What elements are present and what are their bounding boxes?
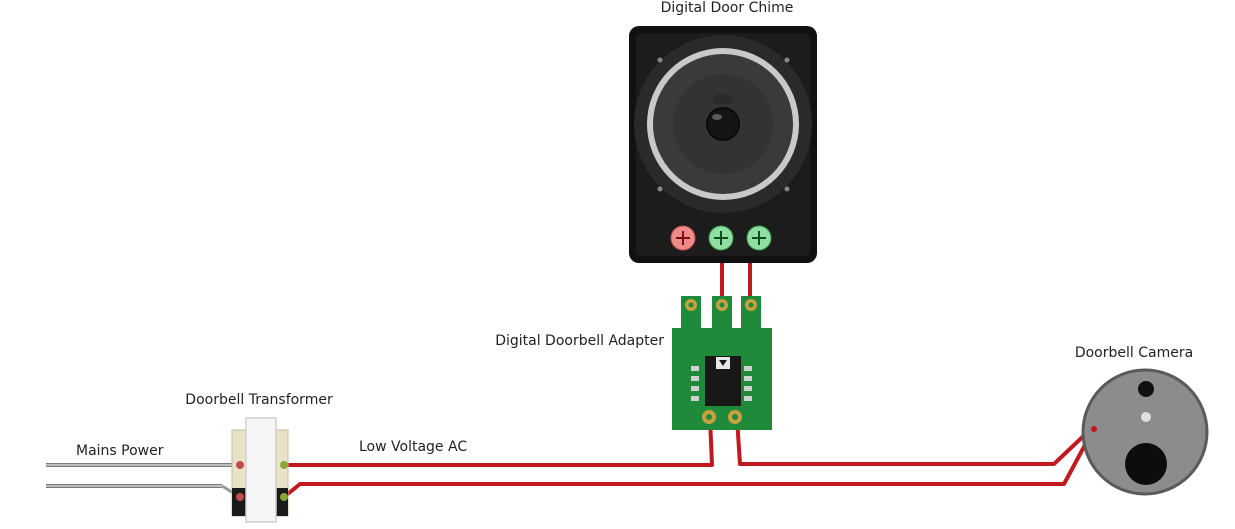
camera-label: Doorbell Camera <box>1075 345 1193 361</box>
door-chime <box>629 26 817 263</box>
mains-label: Mains Power <box>76 443 164 459</box>
chime-label: Digital Door Chime <box>661 0 794 16</box>
transformer-label: Doorbell Transformer <box>185 392 333 408</box>
doorbell-adapter <box>672 296 772 430</box>
low-voltage-label: Low Voltage AC <box>359 439 467 455</box>
doorbell-transformer <box>231 417 289 523</box>
chime-terminal-icons <box>670 225 772 251</box>
ic-chip-icon <box>691 356 752 406</box>
low-voltage-wires <box>282 238 1095 499</box>
mains-wires <box>46 463 241 499</box>
adapter-label: Digital Doorbell Adapter <box>495 333 664 349</box>
doorbell-camera <box>1081 368 1209 496</box>
